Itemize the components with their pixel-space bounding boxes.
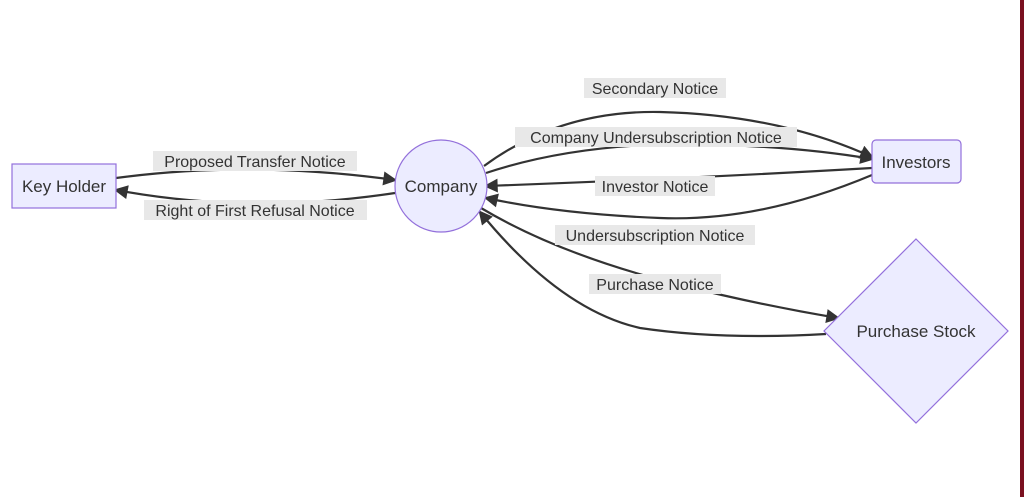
svg-text:Key Holder: Key Holder <box>22 177 106 196</box>
label-secondary: Secondary Notice <box>584 78 726 98</box>
label-company-undersubscription: Company Undersubscription Notice <box>515 127 797 147</box>
svg-text:Company Undersubscription Noti: Company Undersubscription Notice <box>530 130 782 147</box>
edge-proposed-transfer <box>115 168 398 186</box>
svg-text:Right of First Refusal Notice: Right of First Refusal Notice <box>155 203 354 220</box>
svg-text:Purchase Notice: Purchase Notice <box>596 277 713 294</box>
window-edge <box>1020 0 1024 497</box>
label-purchase-notice: Purchase Notice <box>589 274 721 294</box>
edge-investors-to-company <box>483 173 873 220</box>
node-key-holder: Key Holder <box>11 163 117 209</box>
svg-text:Proposed Transfer Notice: Proposed Transfer Notice <box>164 154 346 171</box>
svg-text:Purchase Stock: Purchase Stock <box>856 322 976 341</box>
svg-text:Secondary Notice: Secondary Notice <box>592 81 718 98</box>
svg-text:Company: Company <box>405 177 478 196</box>
edge-purchase-notice <box>478 210 827 338</box>
label-right-of-first-refusal: Right of First Refusal Notice <box>144 200 367 220</box>
label-proposed-transfer: Proposed Transfer Notice <box>153 151 357 171</box>
label-undersubscription: Undersubscription Notice <box>555 225 755 245</box>
node-purchase-stock: Purchase Stock <box>823 238 1009 424</box>
svg-text:Investor Notice: Investor Notice <box>602 179 709 196</box>
node-investors: Investors <box>871 139 962 184</box>
edge-company-undersubscription <box>485 142 875 175</box>
edge-undersubscription <box>480 207 841 323</box>
svg-text:Undersubscription Notice: Undersubscription Notice <box>566 228 745 245</box>
node-company: Company <box>394 139 488 233</box>
svg-text:Investors: Investors <box>882 153 951 172</box>
label-investor: Investor Notice <box>595 176 715 196</box>
